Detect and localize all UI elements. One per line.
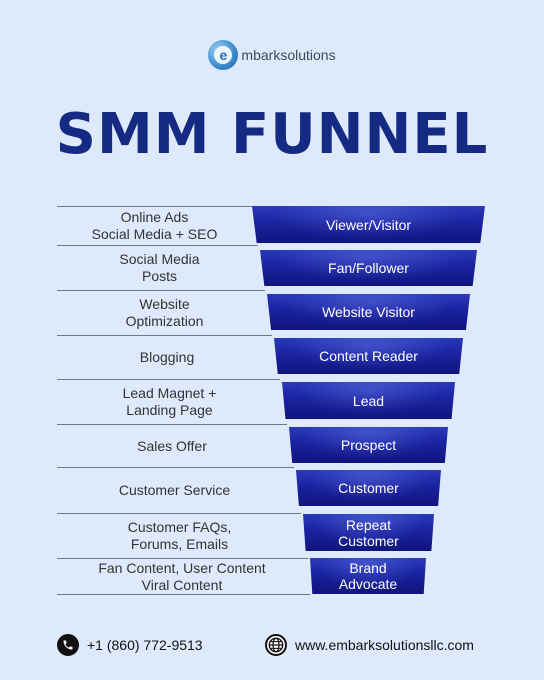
globe-icon bbox=[265, 634, 287, 656]
funnel-stage: Customer bbox=[296, 470, 441, 506]
channel-label: Blogging bbox=[139, 349, 195, 365]
row-divider bbox=[57, 335, 272, 336]
phone-number: +1 (860) 772-9513 bbox=[87, 637, 203, 653]
funnel-stage-label: Fan/Follower bbox=[328, 260, 409, 276]
logo-letter: e bbox=[214, 46, 233, 64]
funnel-stage-label: Brand Advocate bbox=[338, 560, 398, 592]
channel-label: Online Ads Social Media + SEO bbox=[91, 209, 218, 242]
funnel-stage-label: Content Reader bbox=[319, 348, 418, 364]
page-title: SMM FUNNEL bbox=[55, 102, 489, 167]
row-divider bbox=[57, 558, 308, 559]
funnel-stage-label: Website Visitor bbox=[322, 304, 415, 320]
funnel-stage: Fan/Follower bbox=[260, 250, 477, 286]
brand-name: mbarksolutions bbox=[241, 47, 336, 63]
funnel-stage: Prospect bbox=[289, 427, 448, 463]
row-divider bbox=[57, 206, 252, 207]
phone-icon bbox=[57, 634, 79, 656]
funnel-stage: Content Reader bbox=[274, 338, 463, 374]
channel-label: Lead Magnet + Landing Page bbox=[122, 385, 217, 418]
funnel-stage: Website Visitor bbox=[267, 294, 470, 330]
row-divider bbox=[57, 424, 287, 425]
brand-logo: e mbarksolutions bbox=[0, 40, 544, 70]
channel-label: Social Media Posts bbox=[119, 251, 200, 284]
row-divider bbox=[57, 467, 294, 468]
channel-label: Sales Offer bbox=[137, 437, 207, 454]
row-divider bbox=[57, 513, 301, 514]
funnel-stage-label: Repeat Customer bbox=[338, 516, 399, 549]
funnel-stage-label: Customer bbox=[338, 480, 399, 496]
row-divider bbox=[57, 594, 310, 595]
channel-label: Customer Service bbox=[118, 482, 231, 498]
funnel-stage-label: Viewer/Visitor bbox=[325, 216, 412, 233]
funnel-stage: Repeat Customer bbox=[303, 514, 434, 551]
row-divider bbox=[57, 290, 265, 291]
funnel-stage: Viewer/Visitor bbox=[252, 206, 485, 243]
logo-mark-icon: e bbox=[208, 40, 239, 70]
website-url: www.embarksolutionsllc.com bbox=[295, 637, 474, 653]
channel-label: Customer FAQs, Forums, Emails bbox=[127, 519, 232, 552]
footer-website[interactable]: www.embarksolutionsllc.com bbox=[265, 632, 474, 658]
footer-phone[interactable]: +1 (860) 772-9513 bbox=[57, 632, 203, 658]
funnel-stage-label: Prospect bbox=[340, 437, 397, 453]
funnel-stage-label: Lead bbox=[352, 392, 385, 409]
channel-label: Website Optimization bbox=[125, 296, 204, 329]
row-divider bbox=[57, 379, 280, 380]
funnel-stage: Brand Advocate bbox=[310, 558, 426, 594]
row-divider bbox=[57, 245, 258, 246]
channel-label: Fan Content, User Content Viral Content bbox=[98, 559, 266, 593]
funnel-stage: Lead bbox=[282, 382, 455, 419]
